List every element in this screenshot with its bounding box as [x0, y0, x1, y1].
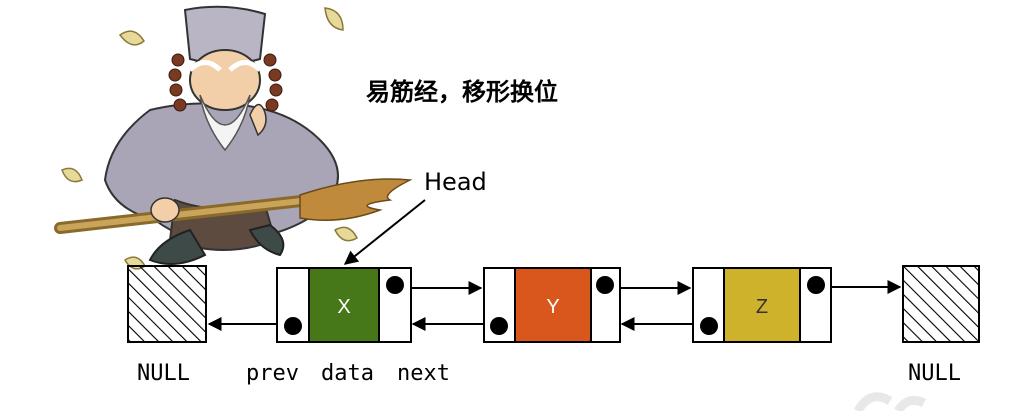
node-z-data	[723, 267, 801, 343]
node-x-data	[308, 267, 380, 343]
node-z-value: Z	[756, 296, 768, 318]
node-y-value: Y	[546, 296, 559, 318]
null-right-label: NULL	[908, 361, 961, 386]
leaf-icon	[334, 226, 358, 242]
monk-illustration	[54, 5, 413, 270]
head-label: Head	[424, 168, 487, 196]
node-z-next-dot	[807, 276, 825, 294]
leaf-icon	[118, 30, 145, 46]
leaf-icon	[61, 167, 83, 183]
watermark-logo	[854, 392, 927, 414]
head-pointer-arrow	[343, 199, 426, 265]
null-left-label: NULL	[137, 361, 190, 386]
node-y-data	[514, 267, 592, 343]
node-y-prev-dot	[490, 317, 508, 335]
caption-title: 易筋经，移形换位	[366, 79, 558, 106]
node-z: Z	[692, 267, 832, 343]
node-x: X	[276, 267, 412, 343]
node-z-prev-dot	[700, 317, 718, 335]
node-x-prev-dot	[284, 317, 302, 335]
null-box-right	[902, 265, 980, 343]
node-x-next-dot	[386, 276, 404, 294]
prev-label: prev	[246, 361, 299, 386]
leaf-icon	[324, 7, 344, 31]
node-y-next-dot	[596, 276, 614, 294]
data-label: data	[321, 361, 374, 386]
next-label: next	[397, 361, 450, 386]
node-x-value: X	[337, 296, 350, 318]
null-box-left	[127, 265, 207, 343]
node-y: Y	[483, 267, 621, 343]
